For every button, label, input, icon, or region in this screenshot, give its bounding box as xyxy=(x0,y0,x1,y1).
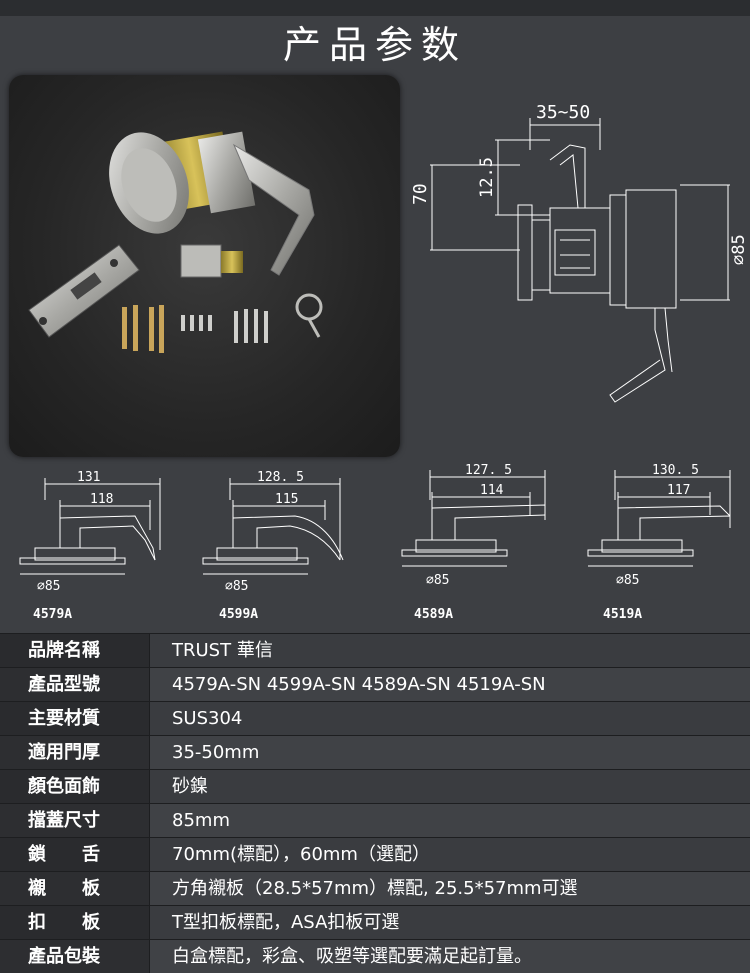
model-4599A-outer: 128. 5 xyxy=(257,470,304,485)
spec-row-rose-size: 擋蓋尺寸 85mm xyxy=(0,804,750,838)
model-4589A-outer: 127. 5 xyxy=(465,463,512,478)
model-4589A-diameter: ⌀85 xyxy=(426,573,449,588)
model-4519A-inner: 117 xyxy=(667,483,690,498)
spec-row-latch: 鎖舌 70mm(標配），60mm（選配） xyxy=(0,838,750,872)
spec-value: T型扣板標配，ASA扣板可選 xyxy=(150,906,750,939)
spec-value: SUS304 xyxy=(150,702,750,735)
spec-label-second-char: 板 xyxy=(82,878,100,899)
spec-value: 白盒標配，彩盒、吸塑等選配要滿足起訂量。 xyxy=(150,940,750,973)
dim-diameter-label: ⌀85 xyxy=(729,234,749,265)
model-4579A-outer: 131 xyxy=(77,470,100,485)
spec-label-first-char: 鎖 xyxy=(28,844,46,865)
spec-value: TRUST 華信 xyxy=(150,634,750,667)
top-bar xyxy=(0,0,750,16)
model-4519A-outer: 130. 5 xyxy=(652,463,699,478)
model-4599A-inner: 115 xyxy=(275,492,298,507)
model-code-4519A: 4519A xyxy=(603,607,643,622)
spec-table: 品牌名稱 TRUST 華信 產品型號 4579A-SN 4599A-SN 458… xyxy=(0,633,750,973)
model-4579A-inner: 118 xyxy=(90,492,113,507)
spec-row-finish: 顏色面飾 砂鎳 xyxy=(0,770,750,804)
model-code-4579A: 4579A xyxy=(33,607,73,622)
spec-label: 產品包裝 xyxy=(0,940,150,973)
spec-label-first-char: 襯 xyxy=(28,878,46,899)
spec-label: 品牌名稱 xyxy=(0,634,150,667)
spec-label: 襯板 xyxy=(0,872,150,905)
spec-value: 4579A-SN 4599A-SN 4589A-SN 4519A-SN xyxy=(150,668,750,701)
dim-inner-label: 12.5 xyxy=(477,157,497,198)
spec-label: 主要材質 xyxy=(0,702,150,735)
model-drawing-4599A: 128. 5 115 ⌀85 xyxy=(202,470,344,594)
dim-height-label: 70 xyxy=(410,183,431,205)
page-title: 产品参数 xyxy=(282,23,467,67)
lever-lock-illustration xyxy=(28,131,323,353)
spec-value: 方角襯板（28.5*57mm）標配, 25.5*57mm可選 xyxy=(150,872,750,905)
spec-row-brand: 品牌名稱 TRUST 華信 xyxy=(0,634,750,668)
model-4519A-diameter: ⌀85 xyxy=(616,573,639,588)
model-4579A-diameter: ⌀85 xyxy=(37,579,60,594)
spec-label: 顏色面飾 xyxy=(0,770,150,803)
spec-value: 砂鎳 xyxy=(150,770,750,803)
spec-label-first-char: 扣 xyxy=(28,912,46,933)
model-code-4589A: 4589A xyxy=(414,607,454,622)
model-4589A-inner: 114 xyxy=(480,483,504,498)
spec-row-material: 主要材質 SUS304 xyxy=(0,702,750,736)
main-dimension-drawing: 35~50 70 12.5 ⌀85 xyxy=(410,102,749,403)
spec-row-door-thickness: 適用門厚 35-50mm xyxy=(0,736,750,770)
model-drawing-4589A: 127. 5 114 ⌀85 xyxy=(401,463,546,588)
spec-row-model: 產品型號 4579A-SN 4599A-SN 4589A-SN 4519A-SN xyxy=(0,668,750,702)
spec-label-second-char: 板 xyxy=(82,912,100,933)
spec-label: 產品型號 xyxy=(0,668,150,701)
spec-label: 扣板 xyxy=(0,906,150,939)
spec-row-backplate: 襯板 方角襯板（28.5*57mm）標配, 25.5*57mm可選 xyxy=(0,872,750,906)
spec-value: 70mm(標配），60mm（選配） xyxy=(150,838,750,871)
spec-label-second-char: 舌 xyxy=(82,844,100,865)
model-drawing-4519A: 130. 5 117 ⌀85 xyxy=(587,463,731,588)
model-4599A-diameter: ⌀85 xyxy=(225,579,248,594)
spec-row-strike-plate: 扣板 T型扣板標配，ASA扣板可選 xyxy=(0,906,750,940)
model-code-4599A: 4599A xyxy=(219,607,259,622)
spec-value: 35-50mm xyxy=(150,736,750,769)
product-photo xyxy=(9,75,400,457)
dim-top-label: 35~50 xyxy=(536,102,590,123)
spec-label: 擋蓋尺寸 xyxy=(0,804,150,837)
spec-label: 適用門厚 xyxy=(0,736,150,769)
model-drawing-4579A: 131 118 ⌀85 xyxy=(19,470,161,594)
spec-value: 85mm xyxy=(150,804,750,837)
spec-row-packaging: 產品包裝 白盒標配，彩盒、吸塑等選配要滿足起訂量。 xyxy=(0,940,750,973)
spec-label: 鎖舌 xyxy=(0,838,150,871)
